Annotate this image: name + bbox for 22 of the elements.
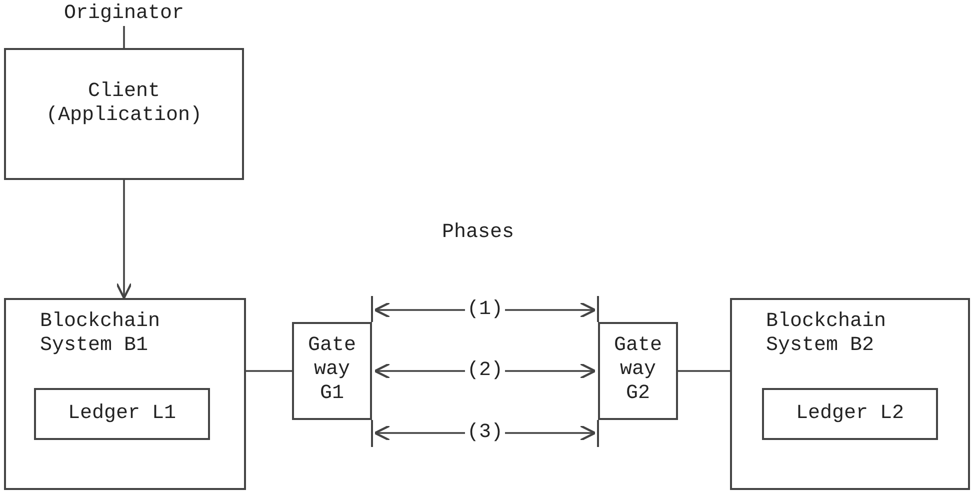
process-box: [598, 322, 678, 420]
connector-line: [246, 370, 292, 372]
arrow: [116, 180, 132, 300]
actor-label: Originator: [62, 2, 186, 26]
node-label: Gate way G1: [308, 334, 356, 406]
edge-label: (3): [465, 422, 506, 444]
node-label: Ledger L2: [794, 402, 906, 426]
process-box: [292, 322, 372, 420]
node-label: Gate way G2: [614, 334, 662, 406]
process-box: [4, 298, 246, 490]
edge-label: (1): [465, 299, 506, 321]
connector-line: [123, 26, 125, 48]
connector-line: [678, 370, 730, 372]
process-box: [730, 298, 970, 490]
process-box: [4, 48, 244, 180]
node-label: Ledger L1: [66, 402, 178, 426]
node-label: Client (Application): [44, 80, 204, 128]
node-label: Blockchain System B2: [766, 310, 888, 358]
edge-label: (2): [465, 360, 506, 382]
ledger-box: [762, 388, 938, 440]
ledger-box: [34, 388, 210, 440]
node-label: Blockchain System B1: [40, 310, 162, 358]
